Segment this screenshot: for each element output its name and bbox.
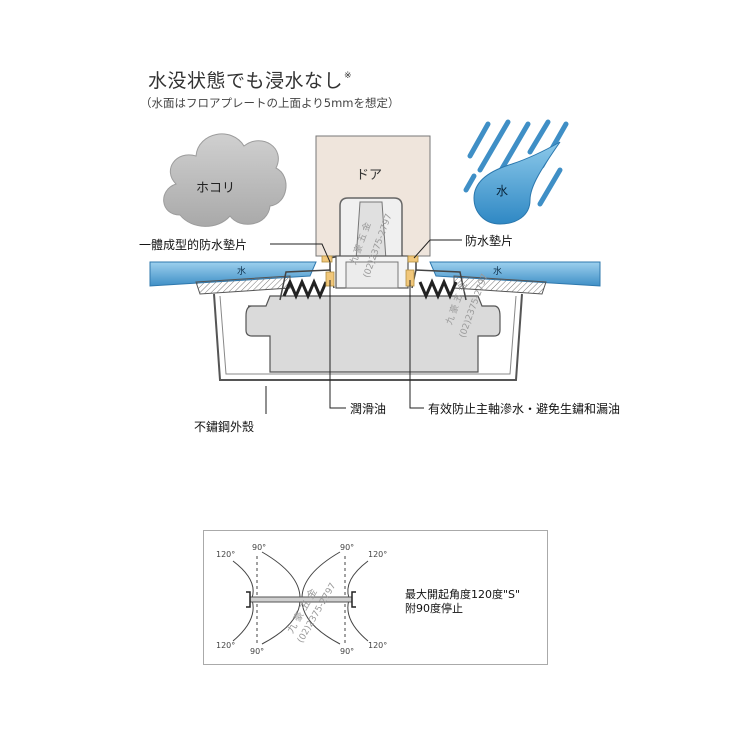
angle-bl-inner: 90° bbox=[250, 647, 265, 656]
rain-icon bbox=[463, 119, 569, 207]
label-prevent-seepage: 有效防止主軸滲水・避免生鏽和漏油 bbox=[428, 402, 621, 416]
spec-max-angle: 最大開起角度120度"S" bbox=[405, 588, 521, 601]
dust-label: ホコリ bbox=[196, 181, 236, 196]
label-waterproof-gasket: 防水墊片 bbox=[465, 234, 514, 248]
angle-tl-inner: 90° bbox=[252, 543, 267, 552]
floor-plate bbox=[195, 275, 547, 295]
title-note-mark: ※ bbox=[344, 71, 353, 81]
page-title: 水没状態でも浸水なし※ bbox=[148, 70, 353, 92]
dust-cloud-icon bbox=[163, 133, 287, 227]
water-label-left: 水 bbox=[237, 267, 247, 277]
label-integrated-gasket: 一體成型的防水墊片 bbox=[139, 238, 248, 252]
hinge-spindle bbox=[339, 197, 403, 261]
angle-bl-outer: 120° bbox=[216, 641, 236, 650]
water-surface bbox=[149, 261, 601, 287]
label-stainless-case: 不鏽鋼外殼 bbox=[194, 420, 255, 434]
door-label: ドア bbox=[356, 168, 383, 183]
angle-tr-inner: 90° bbox=[340, 543, 355, 552]
water-label-right: 水 bbox=[493, 267, 503, 277]
angle-br-outer: 120° bbox=[368, 641, 388, 650]
leader-lines bbox=[265, 239, 462, 414]
stainless-case bbox=[213, 293, 523, 381]
label-lubricant: 潤滑油 bbox=[350, 402, 387, 416]
hinge-body bbox=[245, 295, 501, 373]
angle-tr-outer: 120° bbox=[368, 550, 388, 559]
water-drop-icon bbox=[473, 141, 561, 225]
subtitle: （水面はフロアプレートの上面より5mmを想定） bbox=[140, 96, 400, 110]
spec-stop: 附90度停止 bbox=[405, 602, 463, 615]
opening-angle-spec-box bbox=[203, 530, 548, 665]
waterproof-gasket bbox=[282, 278, 458, 300]
angle-br-inner: 90° bbox=[340, 647, 355, 656]
drop-label: 水 bbox=[496, 184, 509, 198]
angle-tl-outer: 120° bbox=[216, 550, 236, 559]
